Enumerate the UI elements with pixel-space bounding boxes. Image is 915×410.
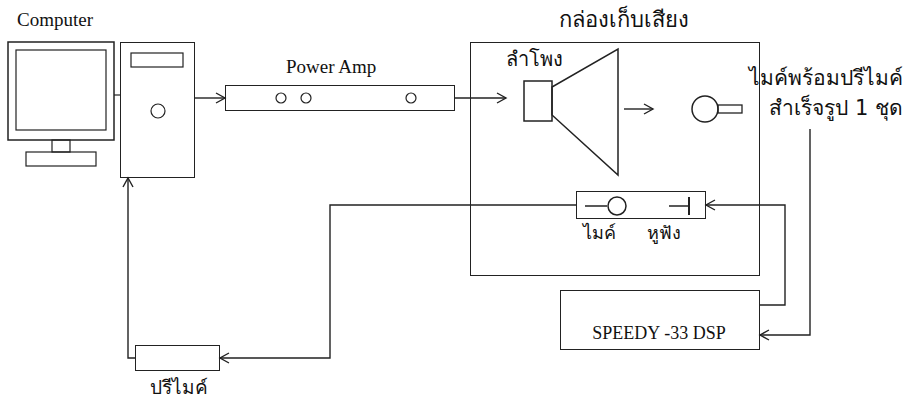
signal-arrow bbox=[624, 108, 653, 109]
node-label: หูฟัง bbox=[647, 222, 681, 244]
monitor-base bbox=[26, 152, 96, 166]
node-label: SPEEDY -33 DSP bbox=[592, 323, 725, 345]
headset-box: ไมค์หูฟัง bbox=[576, 191, 706, 219]
monitor-neck bbox=[52, 140, 70, 152]
node-label: ลำโพง bbox=[506, 47, 563, 71]
mic-with-preamp: ไมค์พร้อมปรีไมค์ สำเร็จรูป 1 ชุด bbox=[653, 63, 903, 125]
speaker: ลำโพง bbox=[506, 47, 624, 177]
signal-arrow bbox=[128, 178, 135, 358]
power-amp-box: Power Amp bbox=[225, 85, 455, 111]
signal-arrow bbox=[195, 97, 225, 98]
node-label: ไมค์พร้อมปรีไมค์ สำเร็จรูป 1 ชุด bbox=[667, 63, 903, 123]
sound-box: กล่องเก็บเสียงลำโพงไมค์พร้อมปรีไมค์ สำเร… bbox=[470, 42, 760, 276]
node-heading: Power Amp bbox=[286, 56, 376, 79]
node-heading: Computer bbox=[17, 9, 93, 32]
power-amp-box-symbol bbox=[226, 86, 454, 110]
computer-tower-symbol bbox=[121, 43, 194, 177]
headset-box-symbol bbox=[577, 192, 705, 218]
node-heading: กล่องเก็บเสียง bbox=[559, 7, 689, 33]
node-label: ไมค์ bbox=[583, 222, 616, 244]
monitor-frame bbox=[8, 42, 114, 140]
computer-tower: Computer bbox=[120, 42, 195, 178]
monitor-screen bbox=[16, 50, 106, 130]
node-label: ปรีไมค์ bbox=[150, 376, 208, 399]
dsp-board-box: SPEEDY -33 DSP bbox=[560, 290, 760, 350]
signal-arrow bbox=[455, 97, 506, 98]
signal-arrow bbox=[220, 205, 576, 358]
preamp-box: ปรีไมค์ bbox=[135, 345, 220, 371]
